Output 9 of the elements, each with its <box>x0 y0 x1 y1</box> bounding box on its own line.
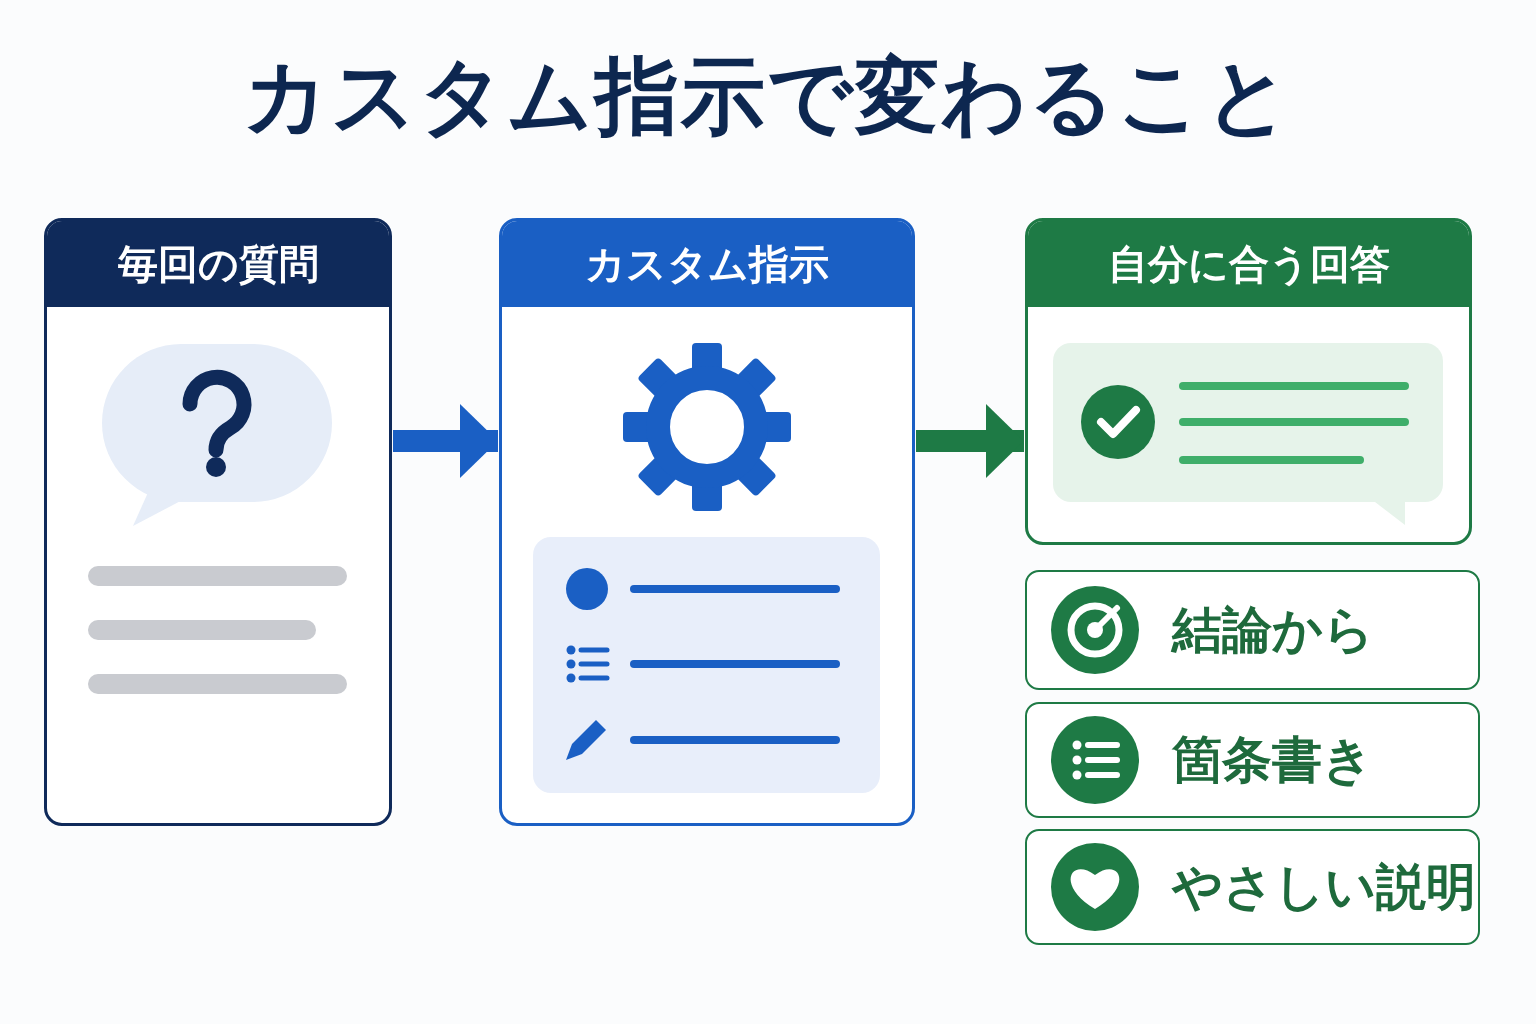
title: カスタム指示で変わること <box>242 46 1294 147</box>
card-header: カスタム指示 <box>502 221 912 307</box>
arrow <box>916 404 1024 478</box>
option-label: 結論から <box>1172 599 1374 661</box>
card-header: 自分に合う回答 <box>1028 221 1469 307</box>
option-label: やさしい説明 <box>1172 856 1476 918</box>
option-label: 箇条書き <box>1172 729 1373 791</box>
arrow <box>393 404 498 478</box>
card-header: 毎回の質問 <box>47 221 389 307</box>
